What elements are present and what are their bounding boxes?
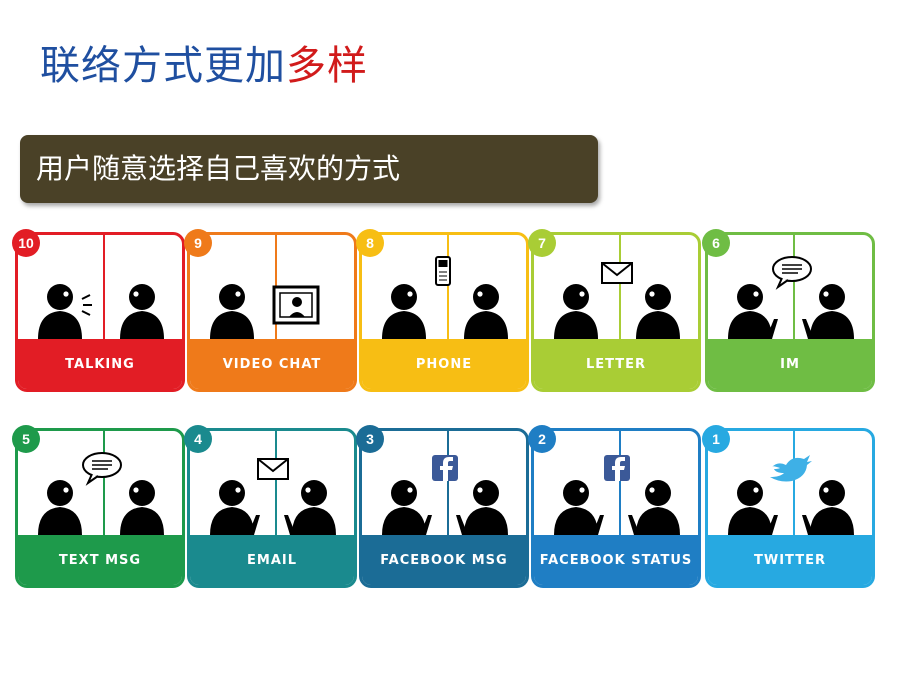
facebook-icon	[432, 455, 458, 481]
card-illustration	[728, 256, 854, 339]
card-label-bar: PHONE	[362, 339, 526, 389]
card-label: FACEBOOK MSG	[380, 552, 508, 568]
chat-bubble-icon	[82, 452, 122, 486]
card-label-bar: EMAIL	[190, 535, 354, 585]
card-label: TEXT MSG	[58, 552, 142, 568]
card-number-badge: 2	[528, 425, 556, 453]
envelope-icon	[601, 262, 633, 284]
card-label: FACEBOOK STATUS	[539, 552, 693, 568]
card-divider	[619, 431, 621, 535]
card-letter: LETTER 7	[528, 229, 701, 392]
card-facebook-status: FACEBOOK STATUS 2	[528, 425, 701, 588]
laptop-icon	[766, 515, 814, 535]
card-frame: EMAIL	[187, 428, 357, 588]
card-label-bar: FACEBOOK MSG	[362, 535, 526, 585]
card-label-bar: TWITTER	[708, 535, 872, 585]
card-text-msg: TEXT MSG 5	[12, 425, 185, 588]
card-im: IM 6	[702, 229, 875, 392]
speech-lines-icon	[81, 294, 92, 316]
card-label-bar: TEXT MSG	[18, 535, 182, 585]
card-divider	[447, 431, 449, 535]
card-frame: IM	[705, 232, 875, 392]
subtitle-banner: 用户随意选择自己喜欢的方式	[20, 135, 598, 203]
card-divider	[619, 235, 621, 339]
card-number-badge: 3	[356, 425, 384, 453]
laptop-icon	[248, 515, 296, 535]
card-frame: FACEBOOK STATUS	[531, 428, 701, 588]
card-illustration	[554, 262, 680, 339]
card-email: EMAIL 4	[184, 425, 357, 588]
card-talking: TALKING 10	[12, 229, 185, 392]
card-divider	[793, 431, 795, 535]
card-frame: TEXT MSG	[15, 428, 185, 588]
card-number-badge: 1	[702, 425, 730, 453]
card-number-badge: 5	[12, 425, 40, 453]
card-frame: FACEBOOK MSG	[359, 428, 529, 588]
card-divider	[103, 431, 105, 535]
video-screen-icon	[272, 285, 320, 325]
card-label: IM	[780, 356, 800, 372]
banner-text: 用户随意选择自己喜欢的方式	[36, 152, 401, 185]
card-number-badge: 7	[528, 229, 556, 257]
card-illustration	[554, 455, 680, 535]
card-illustration	[210, 284, 320, 339]
card-phone: PHONE 8	[356, 229, 529, 392]
card-divider	[447, 235, 449, 339]
card-frame: VIDEO CHAT	[187, 232, 357, 392]
title-part-blue: 联络方式更加	[40, 43, 286, 89]
card-label: LETTER	[585, 356, 647, 372]
card-frame: TWITTER	[705, 428, 875, 588]
card-number-badge: 10	[12, 229, 40, 257]
card-label: PHONE	[415, 356, 473, 372]
title-part-red: 多样	[286, 43, 368, 89]
card-label: TWITTER	[754, 552, 826, 568]
card-illustration	[210, 458, 336, 535]
laptop-icon	[766, 319, 814, 339]
chat-bubble-icon	[772, 256, 812, 290]
laptop-icon	[592, 515, 640, 535]
card-divider	[275, 431, 277, 535]
card-frame: PHONE	[359, 232, 529, 392]
card-twitter: TWITTER 1	[702, 425, 875, 588]
envelope-icon	[257, 458, 289, 480]
mobile-phone-icon	[435, 256, 451, 286]
card-divider	[103, 235, 105, 339]
card-label: TALKING	[65, 356, 135, 372]
card-label-bar: VIDEO CHAT	[190, 339, 354, 389]
card-label-bar: FACEBOOK STATUS	[534, 535, 698, 585]
card-illustration	[38, 452, 164, 535]
card-illustration	[728, 455, 854, 535]
card-illustration	[38, 284, 164, 339]
card-illustration	[382, 256, 508, 339]
twitter-bird-icon	[770, 455, 812, 482]
card-label: EMAIL	[247, 552, 297, 568]
card-label: VIDEO CHAT	[222, 356, 322, 372]
card-illustration	[382, 455, 508, 535]
card-label-bar: IM	[708, 339, 872, 389]
card-facebook-msg: FACEBOOK MSG 3	[356, 425, 529, 588]
card-frame: LETTER	[531, 232, 701, 392]
card-number-badge: 9	[184, 229, 212, 257]
card-number-badge: 8	[356, 229, 384, 257]
card-frame: TALKING	[15, 232, 185, 392]
laptop-icon	[420, 515, 468, 535]
card-number-badge: 4	[184, 425, 212, 453]
facebook-icon	[604, 455, 630, 481]
card-divider	[793, 235, 795, 339]
card-video-chat: VIDEO CHAT 9	[184, 229, 357, 392]
card-label-bar: LETTER	[534, 339, 698, 389]
page-title: 联络方式更加多样	[40, 40, 368, 92]
card-number-badge: 6	[702, 229, 730, 257]
card-label-bar: TALKING	[18, 339, 182, 389]
